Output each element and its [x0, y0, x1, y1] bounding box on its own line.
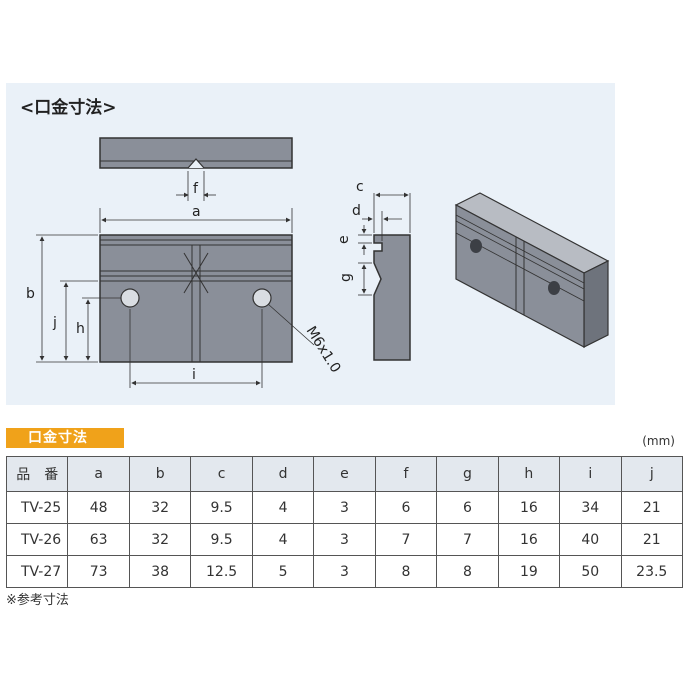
cell-part-number: TV-27	[5, 555, 69, 588]
cell-e: 3	[313, 555, 376, 588]
cell-a: 48	[67, 491, 130, 524]
header-f: f	[374, 456, 438, 492]
dim-label-b: b	[26, 286, 35, 302]
dim-i	[129, 309, 263, 388]
dim-a	[99, 208, 293, 233]
cell-b: 38	[128, 555, 192, 588]
cell-b: 32	[128, 491, 192, 524]
header-c: c	[190, 456, 253, 492]
reference-note: ※参考寸法	[6, 593, 69, 608]
dim-label-g: g	[338, 273, 354, 282]
cell-i: 50	[559, 555, 622, 588]
cell-d: 4	[251, 523, 315, 556]
dim-b-j-h	[36, 234, 121, 363]
dim-label-h: h	[76, 321, 85, 337]
diagram-title: <口金寸法>	[20, 97, 117, 118]
header-d: d	[251, 456, 315, 492]
header-i: i	[559, 456, 622, 492]
dimension-table: 品 番 a b c d e f g h i j TV-25 48 32 9.5 …	[5, 456, 684, 588]
table-row: TV-27 73 38 12.5 5 3 8 8 19 50 23.5	[5, 555, 684, 588]
table-header-row: 品 番 a b c d e f g h i j	[5, 456, 684, 492]
cell-g: 8	[436, 555, 499, 588]
cell-j: 21	[620, 523, 684, 556]
jaw-front-view	[99, 234, 315, 363]
cell-h: 19	[497, 555, 561, 588]
cell-f: 6	[374, 491, 438, 524]
dim-label-j: j	[52, 315, 57, 331]
cell-d: 5	[251, 555, 315, 588]
cell-h: 16	[497, 491, 561, 524]
thread-callout: M6x1.0	[303, 324, 344, 376]
cell-part-number: TV-26	[5, 523, 69, 556]
cell-j: 21	[620, 491, 684, 524]
cell-b: 32	[128, 523, 192, 556]
cell-e: 3	[313, 523, 376, 556]
jaw-dimension-diagram: <口金寸法> f a	[6, 83, 615, 405]
dim-label-c: c	[356, 179, 364, 195]
diagram-svg: <口金寸法> f a	[20, 97, 610, 388]
dim-label-f: f	[193, 181, 199, 197]
cell-f: 8	[374, 555, 438, 588]
table-row: TV-25 48 32 9.5 4 3 6 6 16 34 21	[5, 491, 684, 524]
cell-part-number: TV-25	[5, 491, 69, 524]
cell-c: 9.5	[190, 523, 253, 556]
jaw-isometric-view	[454, 192, 610, 348]
cell-h: 16	[497, 523, 561, 556]
header-part-number: 品 番	[5, 456, 69, 492]
cell-c: 12.5	[190, 555, 253, 588]
dim-label-a: a	[192, 204, 201, 220]
unit-label: (mm)	[642, 434, 675, 448]
header-h: h	[497, 456, 561, 492]
header-j: j	[620, 456, 684, 492]
cell-g: 6	[436, 491, 499, 524]
cell-d: 4	[251, 491, 315, 524]
jaw-side-view	[358, 192, 411, 361]
dim-label-d: d	[352, 203, 361, 219]
table-row: TV-26 63 32 9.5 4 3 7 7 16 40 21	[5, 523, 684, 556]
cell-f: 7	[374, 523, 438, 556]
cell-j: 23.5	[620, 555, 684, 588]
cell-g: 7	[436, 523, 499, 556]
dim-label-i: i	[192, 367, 196, 383]
cell-a: 63	[67, 523, 130, 556]
cell-i: 34	[559, 491, 622, 524]
jaw-top-view	[99, 137, 293, 201]
cell-e: 3	[313, 491, 376, 524]
cell-i: 40	[559, 523, 622, 556]
cell-a: 73	[67, 555, 130, 588]
header-e: e	[313, 456, 376, 492]
header-b: b	[128, 456, 192, 492]
header-a: a	[67, 456, 130, 492]
section-title: 口金寸法	[6, 428, 124, 448]
header-g: g	[436, 456, 499, 492]
dim-label-e: e	[336, 235, 352, 244]
cell-c: 9.5	[190, 491, 253, 524]
